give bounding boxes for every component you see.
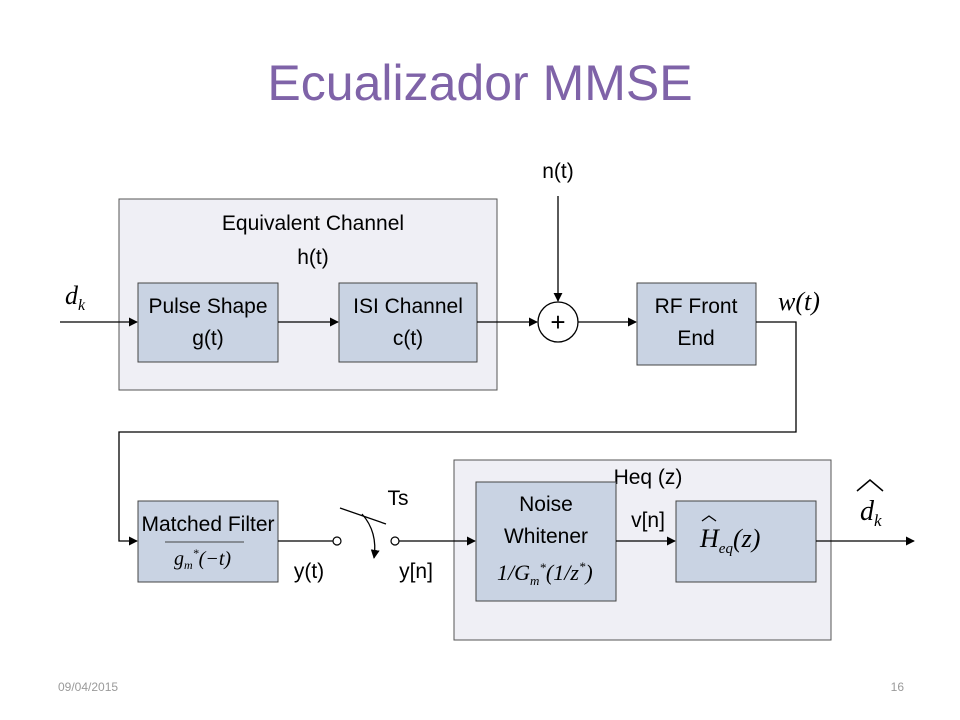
footer-page-number: 16: [890, 680, 904, 694]
rf-to-matched-filter-wire: [118, 321, 797, 546]
equivalent-channel-subtitle: h(t): [297, 246, 329, 269]
noise-whitener-block: [475, 481, 617, 602]
rf-output-label: w(t): [778, 287, 820, 316]
rf-front-end-label-1: RF Front: [655, 295, 738, 318]
sampler-left-contact: [332, 536, 342, 546]
heq-group-label: Heq (z): [614, 466, 683, 489]
output-hat: [856, 479, 884, 492]
adder-symbol: +: [550, 307, 565, 337]
isi-channel-block: [338, 282, 478, 363]
sampler-input-label: y(t): [294, 560, 324, 583]
heq-filter-block: [675, 500, 817, 583]
heq-filter-hat: [701, 515, 717, 522]
rf-front-end-block: [636, 282, 757, 366]
footer-date: 09/04/2015: [58, 680, 119, 694]
heq-filter-formula: Heq(z): [699, 524, 760, 557]
pulse-shape-function: g(t): [192, 327, 224, 350]
noise-whitener-label-2: Whitener: [504, 525, 588, 548]
pulse-shape-label: Pulse Shape: [148, 295, 267, 318]
pulse-shape-block: [137, 282, 279, 363]
sampler-right-contact: [390, 536, 400, 546]
isi-channel-label: ISI Channel: [353, 295, 463, 318]
matched-filter-formula: gm*(−t): [174, 546, 231, 572]
noise-label: n(t): [542, 160, 574, 183]
sampler-label: Ts: [388, 487, 409, 510]
sampler-output-label: y[n]: [399, 560, 433, 583]
noise-whitener-label-1: Noise: [519, 493, 573, 516]
equivalent-channel-title: Equivalent Channel: [222, 212, 404, 235]
matched-filter-label: Matched Filter: [141, 513, 274, 536]
rf-front-end-label-2: End: [677, 327, 714, 350]
whitener-output-label: v[n]: [631, 509, 665, 532]
sampler-rotation-arrow: [361, 513, 380, 559]
output-signal-label: dk: [860, 496, 882, 530]
noise-whitener-formula: 1/Gm*(1/z*): [497, 559, 593, 588]
page-title: Ecualizador MMSE: [267, 55, 693, 111]
input-signal-label: dk: [65, 281, 86, 314]
isi-channel-function: c(t): [393, 327, 423, 350]
